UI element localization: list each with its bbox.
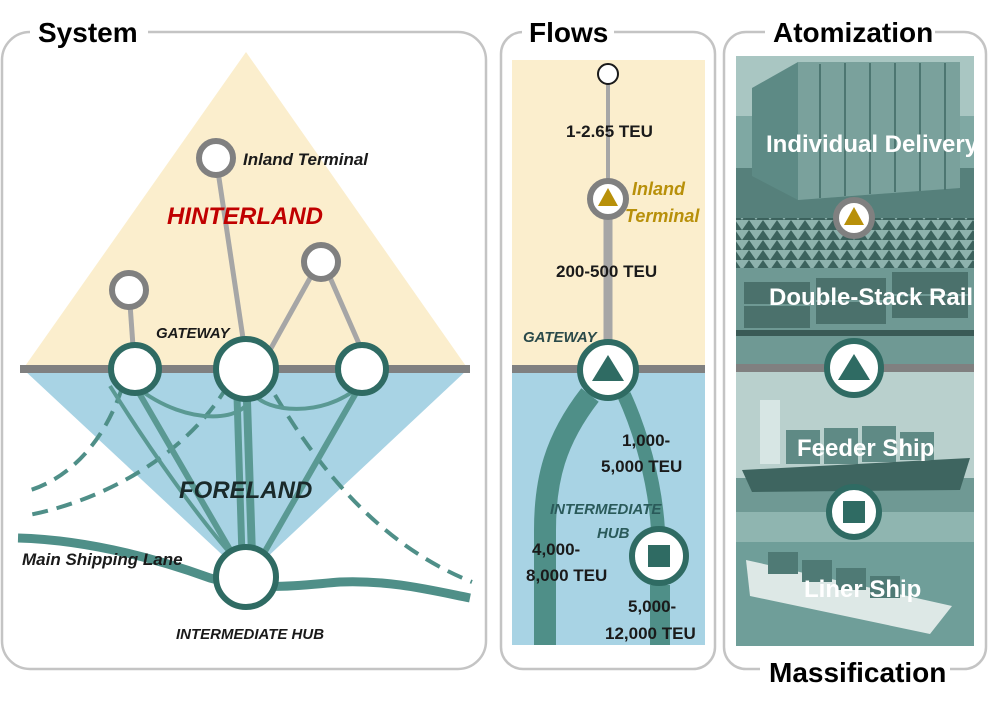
flow-top-label: 1-2.65 TEU bbox=[566, 122, 653, 141]
triangle-icon bbox=[592, 355, 624, 381]
system-title: System bbox=[38, 17, 138, 48]
intermediate-hub-node bbox=[213, 544, 279, 610]
flows-inland-label-2: Terminal bbox=[625, 206, 700, 226]
hinterland-label: HINTERLAND bbox=[167, 203, 323, 230]
inland-terminal-node bbox=[196, 138, 236, 178]
foreland-label: FORELAND bbox=[179, 477, 312, 504]
atom-label-double-stack-rail: Double-Stack Rail bbox=[769, 284, 973, 311]
flow-hub-label-1: 5,000- bbox=[628, 597, 676, 616]
atomization-panel: Atomization Massification bbox=[722, 14, 988, 690]
flow-gateway-hub-label-1: 1,000- bbox=[622, 431, 670, 450]
massification-label: Massification bbox=[769, 657, 946, 688]
liner-ship-photo bbox=[736, 512, 974, 646]
atomization-title: Atomization bbox=[773, 17, 933, 48]
rail-photo bbox=[736, 218, 974, 364]
flows-gateway-label: GATEWAY bbox=[523, 329, 599, 346]
atom-label-individual-delivery: Individual Delivery bbox=[766, 131, 979, 158]
flows-panel: Flows 1-2.65 TEU Inland Terminal 200-500… bbox=[499, 14, 717, 671]
main-shipping-lane-label: Main Shipping Lane bbox=[22, 550, 183, 569]
intermediate-hub-label: INTERMEDIATE HUB bbox=[176, 626, 324, 643]
gold-triangle-icon bbox=[598, 188, 618, 206]
flows-title: Flows bbox=[529, 17, 608, 48]
system-panel-border bbox=[0, 30, 488, 671]
square-icon bbox=[648, 545, 670, 567]
flow-band-gateway-hub bbox=[617, 392, 665, 531]
flow-gateway-hub-label-2: 5,000 TEU bbox=[601, 457, 682, 476]
gateway-node-left bbox=[108, 342, 162, 396]
inland-terminal-label: Inland Terminal bbox=[243, 150, 369, 169]
flow-hub-label-2: 12,000 TEU bbox=[605, 624, 696, 643]
gateway-node-right bbox=[335, 342, 389, 396]
flow-left-label-2: 8,000 TEU bbox=[526, 566, 607, 585]
foreland-dashed-lanes bbox=[23, 383, 473, 584]
atom-triangle-icon bbox=[838, 354, 870, 380]
atom-label-feeder-ship: Feeder Ship bbox=[797, 435, 934, 462]
system-panel: System bbox=[0, 14, 488, 671]
atom-gold-triangle-icon bbox=[844, 207, 864, 225]
flows-hub-label-2: HUB bbox=[597, 525, 630, 542]
atom-label-liner-ship: Liner Ship bbox=[804, 576, 921, 603]
flows-hub-label-1: INTERMEDIATE bbox=[550, 501, 662, 518]
inland-node-left bbox=[109, 270, 149, 310]
foreland-links bbox=[108, 369, 363, 562]
inland-node-right bbox=[301, 242, 341, 282]
gateway-node-main bbox=[213, 336, 279, 402]
delivery-point-node bbox=[597, 63, 619, 85]
container-photo bbox=[736, 56, 974, 218]
flow-inland-label: 200-500 TEU bbox=[556, 262, 657, 281]
gateway-label: GATEWAY bbox=[156, 325, 232, 342]
atom-square-icon bbox=[843, 501, 865, 523]
flow-band-left bbox=[534, 388, 599, 645]
flows-inland-label-1: Inland bbox=[632, 179, 686, 199]
flow-left-label-1: 4,000- bbox=[532, 540, 580, 559]
